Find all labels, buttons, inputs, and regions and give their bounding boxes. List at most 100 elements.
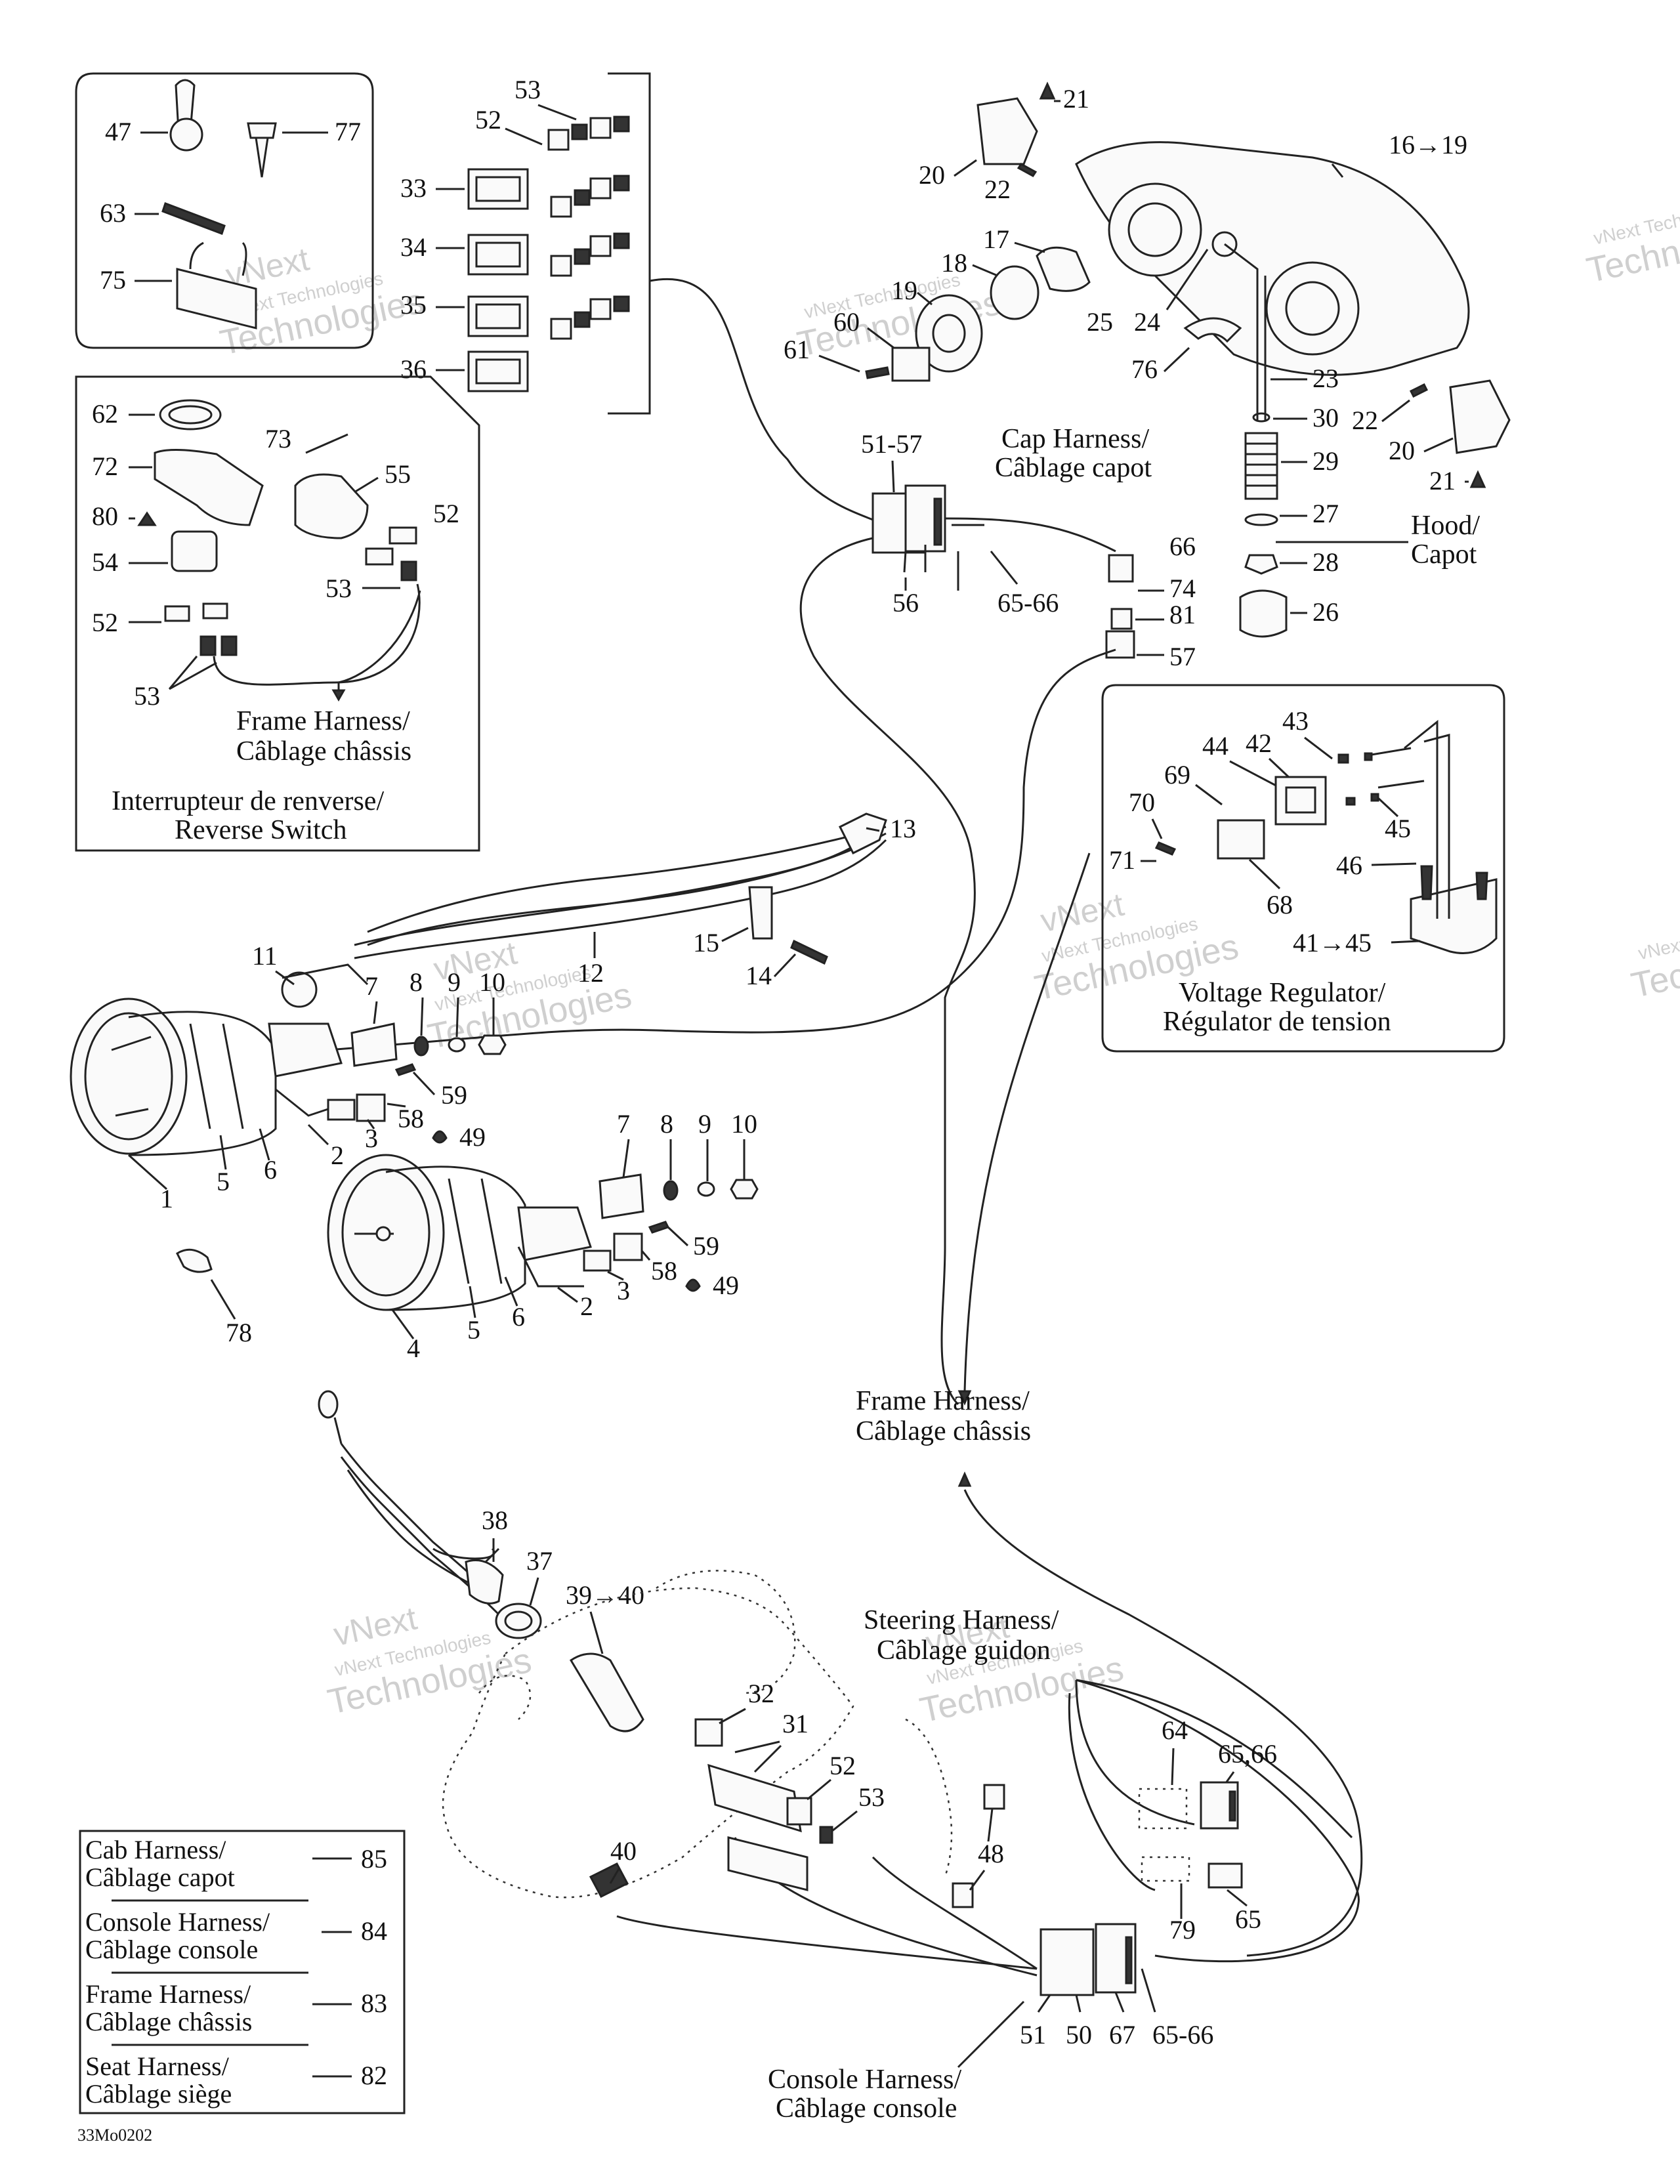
callout-52: 52 <box>830 1751 856 1780</box>
callout-78: 78 <box>226 1318 252 1347</box>
callout-34: 34 <box>400 232 427 262</box>
callout-53: 53 <box>134 681 160 711</box>
callout-51-57: 51-57 <box>861 429 922 459</box>
legend-line: Cab Harness/ <box>85 1835 226 1864</box>
cap-harness-label: Câblage capot <box>995 453 1152 483</box>
callout-27: 27 <box>1312 499 1339 528</box>
callout-6: 6 <box>512 1302 525 1332</box>
callout-7: 7 <box>365 971 378 1001</box>
seal-ring-part <box>159 399 222 430</box>
callout-42: 42 <box>1246 728 1272 758</box>
knob-part <box>1239 589 1288 638</box>
callout-74: 74 <box>1169 574 1196 603</box>
callout-43: 43 <box>1282 706 1309 736</box>
connector-57-part <box>1105 630 1135 659</box>
tether-cap-part <box>465 1559 504 1605</box>
callout-64: 64 <box>1162 1715 1188 1745</box>
bulb-holder-part <box>915 294 983 373</box>
frame-harness-mid: Frame Harness/ Câblage châssis <box>856 1386 1031 1446</box>
callout-5: 5 <box>217 1167 230 1196</box>
steering-harness-label: Steering Harness/ <box>864 1605 1059 1635</box>
regulator-bracket-part <box>1410 878 1498 954</box>
voltage-regulator-box: 43 42 44 45 69 70 71 46 68 41→45 Voltage… <box>1101 684 1505 1053</box>
callout-53: 53 <box>858 1782 885 1812</box>
callout-17: 17 <box>983 224 1009 254</box>
callout-25: 25 <box>1087 307 1113 337</box>
watermark-text: vNext Technologies <box>1636 911 1680 964</box>
frame-harness-label: Câblage châssis <box>856 1416 1031 1446</box>
callout-76: 76 <box>1131 354 1158 384</box>
figure-code: 33Mo0202 <box>77 2126 152 2145</box>
callout-68: 68 <box>1267 890 1293 919</box>
callout-22: 22 <box>984 175 1011 204</box>
callout-59: 59 <box>693 1231 719 1261</box>
legend-code: 83 <box>361 1988 387 2018</box>
callout-61: 61 <box>784 335 810 364</box>
callout-4: 4 <box>407 1334 420 1363</box>
clamp-part <box>1183 317 1242 343</box>
callout-51: 51 <box>1020 2020 1046 2049</box>
callout-19: 19 <box>891 276 917 305</box>
callout-46: 46 <box>1336 850 1362 880</box>
callout-77: 77 <box>335 117 361 146</box>
callout-56: 56 <box>892 588 919 618</box>
callout-63: 63 <box>100 198 126 228</box>
clip-part <box>1449 379 1511 454</box>
callout-53: 53 <box>514 75 541 104</box>
callout-7: 7 <box>617 1109 630 1139</box>
terminals-40-part <box>589 1862 629 1898</box>
legend-item: Cab Harness/ Câblage capot 85 <box>85 1835 387 1902</box>
callout-9: 9 <box>448 967 461 997</box>
reverse-switch-box: 62 72 73 55 80 54 52 53 52 53 Frame Harn… <box>75 375 480 852</box>
cap-harness-label: Cap Harness/ <box>1001 424 1149 454</box>
screw-part <box>161 202 226 235</box>
callout-33: 33 <box>400 173 427 203</box>
reverse-switch-title: Interrupteur de renverse/ <box>112 786 384 816</box>
callout-20: 20 <box>1389 436 1415 465</box>
callout-65: 65 <box>1235 1904 1261 1934</box>
frame-harness-label: Frame Harness/ <box>236 706 410 736</box>
reverse-switch-title: Reverse Switch <box>175 815 346 845</box>
callout-32: 32 <box>748 1679 774 1708</box>
callout-16-19: 16→19 <box>1389 130 1467 159</box>
gauges: 12 13 15 14 1 5 6 11 7 8 <box>70 812 916 1363</box>
callout-26: 26 <box>1312 597 1339 627</box>
legend-item: Frame Harness/ Câblage châssis 83 <box>85 1979 387 2046</box>
bracket-7-part <box>598 1173 644 1219</box>
callout-1: 1 <box>160 1184 173 1213</box>
legend-code: 84 <box>361 1916 387 1946</box>
callout-5: 5 <box>467 1315 480 1345</box>
frame-harness-label: Frame Harness/ <box>856 1386 1030 1416</box>
legend-line: Console Harness/ <box>85 1907 270 1937</box>
callout-24: 24 <box>1134 307 1160 337</box>
headlight-assembly: 16→19 21 20 22 17 18 19 60 61 25 24 76 <box>784 81 1511 638</box>
callout-73: 73 <box>265 424 291 453</box>
callout-30: 30 <box>1312 403 1339 432</box>
callout-11: 11 <box>252 941 278 971</box>
socket-part <box>990 265 1040 320</box>
legend-code: 85 <box>361 1844 387 1874</box>
ignition-switch-part <box>569 1652 644 1732</box>
clip-part <box>976 97 1038 165</box>
connector-58-part <box>613 1232 643 1261</box>
legend-item: Seat Harness/ Câblage siège 82 <box>85 2051 387 2109</box>
bracket-part <box>154 449 264 526</box>
callout-29: 29 <box>1312 446 1339 476</box>
relay-part <box>171 530 218 572</box>
console-assembly: 38 37 39→40 32 31 52 53 40 48 <box>318 1390 1005 1908</box>
callout-70: 70 <box>1129 788 1155 817</box>
callout-69: 69 <box>1164 760 1190 789</box>
connector-block-part <box>176 268 257 329</box>
callout-81: 81 <box>1169 600 1196 629</box>
callout-47: 47 <box>105 117 131 146</box>
callout-80: 80 <box>92 501 118 531</box>
nut-10-part <box>730 1179 759 1200</box>
callout-28: 28 <box>1312 547 1339 577</box>
cable-clip-part <box>748 886 773 940</box>
voltage-regulator-title: Voltage Regulator/ <box>1179 978 1386 1008</box>
connector-column: 53 52 33 34 35 36 <box>400 72 651 415</box>
callout-52: 52 <box>433 499 459 528</box>
callout-58: 58 <box>398 1104 424 1133</box>
callout-52: 52 <box>92 608 118 637</box>
